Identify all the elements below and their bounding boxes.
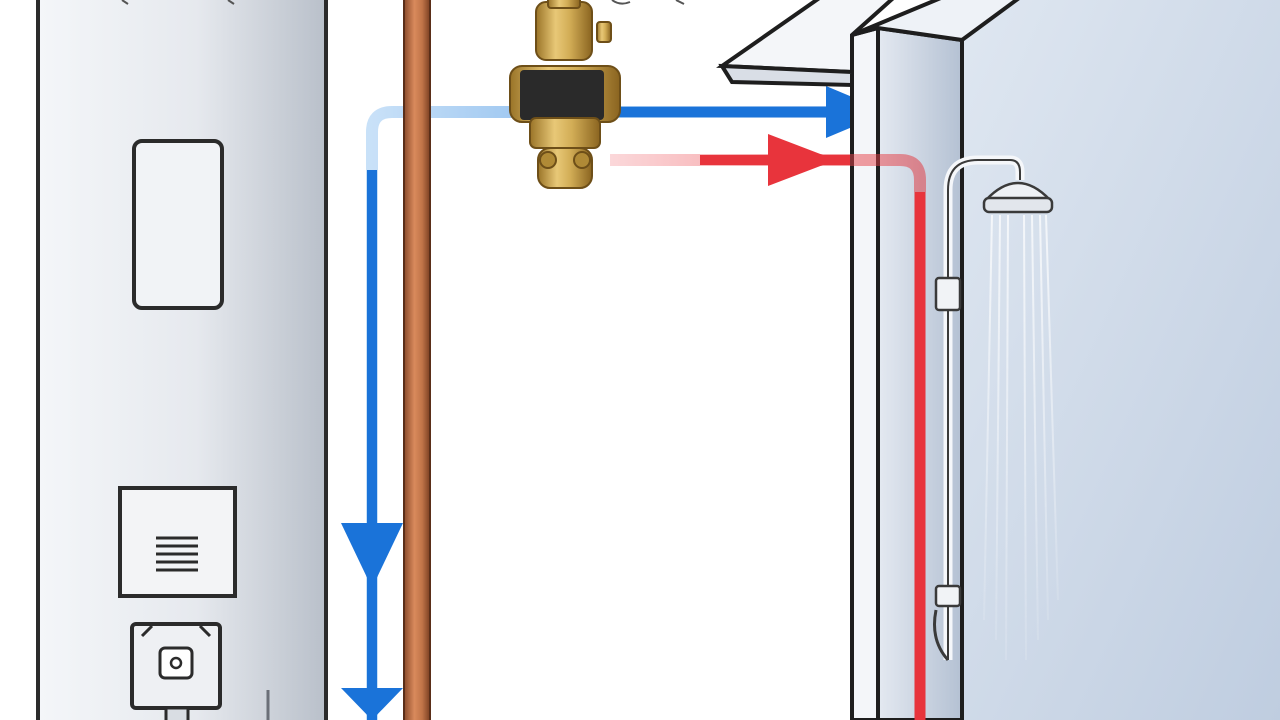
brass-mixing-valve [509,0,621,189]
rail-bracket-bottom [934,584,962,608]
electrical-box [130,622,222,720]
vent-grille [118,486,237,598]
shower-riser-rail [933,155,1025,662]
cropped-label-stroke-left [121,0,235,5]
copper-flue-pipe [403,0,431,720]
roof-ledge [716,0,895,88]
cold-supply-line [366,106,840,720]
cropped-label-stroke [611,0,685,5]
cold-flow-arrow-bottom [341,688,403,720]
hot-flow-arrow-right [768,134,836,186]
water-heater-tank [36,0,328,720]
cold-flow-arrow-down [341,523,403,588]
shower-head [982,181,1054,214]
bathroom-back-wall [960,0,1280,720]
control-panel [132,139,224,310]
rail-bracket-top [934,276,962,312]
water-spray [983,214,1059,680]
